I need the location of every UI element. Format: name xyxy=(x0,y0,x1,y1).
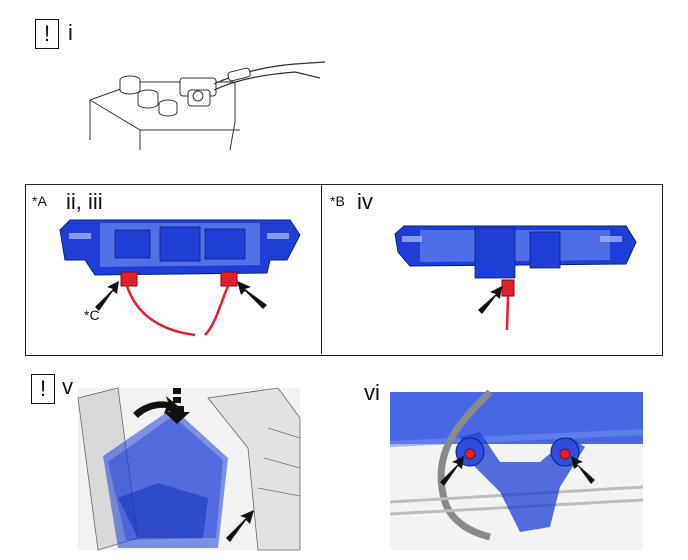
step-label-v: v xyxy=(62,374,73,399)
caution-icon-v: ! xyxy=(31,374,55,404)
battery-terminal-illustration xyxy=(89,61,326,151)
callout-c: *C xyxy=(84,307,100,323)
caution-icon: ! xyxy=(35,19,59,49)
step-label-i: i xyxy=(68,20,73,45)
bracket-clip-illustration xyxy=(389,389,644,550)
door-panel-removal-illustration xyxy=(77,387,301,551)
step-label-iv: iv xyxy=(357,189,373,214)
step-label-vi: vi xyxy=(364,380,380,405)
step-label-ii-iii: ii, iii xyxy=(66,189,103,214)
panel-a-tag: *A xyxy=(32,193,47,209)
panel-divider xyxy=(321,184,322,354)
switch-assembly-a xyxy=(59,219,301,337)
switch-assembly-b xyxy=(394,225,637,331)
panel-b-tag: *B xyxy=(330,193,345,209)
connector-panels-frame xyxy=(25,184,663,356)
